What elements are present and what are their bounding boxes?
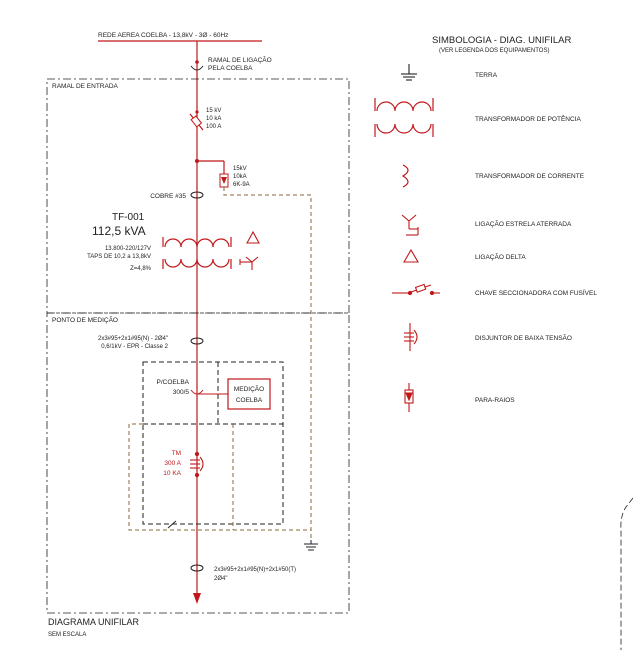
transformer-taps: TAPS DE 10,2 a 13,8kV xyxy=(87,254,151,260)
cable1-insulation: 0,6/1kV - EPR - Classe 2 xyxy=(101,344,168,350)
surge-rating: 6K-9A xyxy=(233,182,250,188)
metering-box xyxy=(227,378,271,410)
legend-title: SIMBOLOGIA - DIAG. UNIFILAR xyxy=(432,35,571,46)
cable-marker-icon xyxy=(190,191,204,199)
fuse-voltage: 15 kV xyxy=(206,108,221,114)
wye-grounded-icon xyxy=(239,256,259,270)
metering-enclosure xyxy=(142,361,284,525)
ct-owner: P/COELBA xyxy=(156,379,189,386)
power-transformer-icon xyxy=(162,237,232,269)
diagram-title: DIAGRAMA UNIFILAR xyxy=(48,617,140,627)
fuse-rating: 100 A xyxy=(206,124,221,130)
legend-label-lv-breaker: DISJUNTOR DE BAIXA TENSÃO xyxy=(475,333,572,342)
breaker-type: TM xyxy=(172,450,181,457)
supply-title: REDE AEREA COELBA - 13,8kV - 3Ø - 60Hz xyxy=(98,32,228,39)
connection-line1: RAMAL DE LIGAÇÃO xyxy=(208,55,272,64)
transformer-id: TF-001 xyxy=(112,212,145,223)
feeder-arrow-icon xyxy=(193,593,201,604)
legend-label-delta: LIGAÇÃO DELTA xyxy=(475,252,526,261)
transformer-voltage: 13.800-220/127V xyxy=(105,246,151,252)
legend-label-fused-switch: CHAVE SECCIONADORA COM FUSÍVEL xyxy=(475,288,597,297)
legend-wye-grounded-icon xyxy=(401,214,419,236)
cable-marker-icon xyxy=(190,564,204,572)
diagram-scale: SEM ESCALA xyxy=(48,632,86,638)
legend-fused-switch-icon xyxy=(392,283,440,296)
legend-current-transformer-icon xyxy=(401,164,409,188)
legend-label-ground: TERRA xyxy=(475,72,498,79)
metering-line2: COELBA xyxy=(236,397,263,404)
legend-surge-arrester-icon xyxy=(404,383,414,412)
ground-icon xyxy=(304,540,318,551)
connection-line2: PELA COELBA xyxy=(208,65,253,72)
lv-breaker-icon xyxy=(190,451,204,478)
fuse-current: 10 kA xyxy=(206,116,221,122)
cable2-spec: 2x3#95+2x1#95(N)+2x1#50(T) xyxy=(214,567,296,573)
copper-label: COBRE #35 xyxy=(150,193,186,200)
fused-switch-icon xyxy=(189,110,204,131)
legend-label-surge-arrester: PARA-RAIOS xyxy=(475,397,515,404)
legend-ground-icon xyxy=(401,64,417,81)
surge-voltage: 15kV xyxy=(233,166,247,172)
connection-hook-icon xyxy=(190,65,204,71)
breaker-capacity: 10 KA xyxy=(163,470,181,477)
legend-delta-icon xyxy=(403,248,419,263)
legend-lv-breaker-icon xyxy=(404,323,418,351)
transformer-power: 112,5 kVA xyxy=(92,224,146,238)
connection-node xyxy=(195,60,199,64)
transformer-impedance: Z=4,8% xyxy=(130,266,152,272)
zone-medicao-label: PONTO DE MEDIÇÃO xyxy=(52,315,118,324)
delta-icon xyxy=(246,230,260,244)
cable1-spec: 2x3#95+2x1#95(N) - 2Ø4" xyxy=(98,336,168,342)
arrester-ground-wire xyxy=(223,187,312,540)
zone-ponto-medicao xyxy=(46,312,350,614)
legend-subtitle: (VER LEGENDA DOS EQUIPAMENTOS) xyxy=(439,48,549,54)
ground-link-icon xyxy=(167,520,177,529)
surge-arrester-icon xyxy=(219,173,229,188)
legend-power-transformer-icon xyxy=(374,98,434,137)
ct-ratio: 300/5 xyxy=(173,389,190,396)
metering-line1: MEDIÇÃO xyxy=(234,384,264,393)
legend-label-wye-grounded: LIGAÇÃO ESTRELA ATERRADA xyxy=(475,219,572,228)
breaker-current: 300 A xyxy=(164,460,181,467)
surge-current: 10kA xyxy=(233,174,247,180)
cable-marker-icon xyxy=(190,337,204,345)
zone-ramal-entrada xyxy=(46,78,350,314)
legend-label-power-transformer: TRANSFORMADOR DE POTÊNCIA xyxy=(475,114,581,123)
ground-wire-metering xyxy=(128,423,311,531)
zone-ramal-label: RAMAL DE ENTRADA xyxy=(52,83,119,90)
legend-label-current-transformer: TRANSFORMADOR DE CORRENTE xyxy=(475,173,585,180)
adjacent-drawing-edge xyxy=(620,497,633,650)
cable2-conduit: 2Ø4" xyxy=(214,576,227,582)
